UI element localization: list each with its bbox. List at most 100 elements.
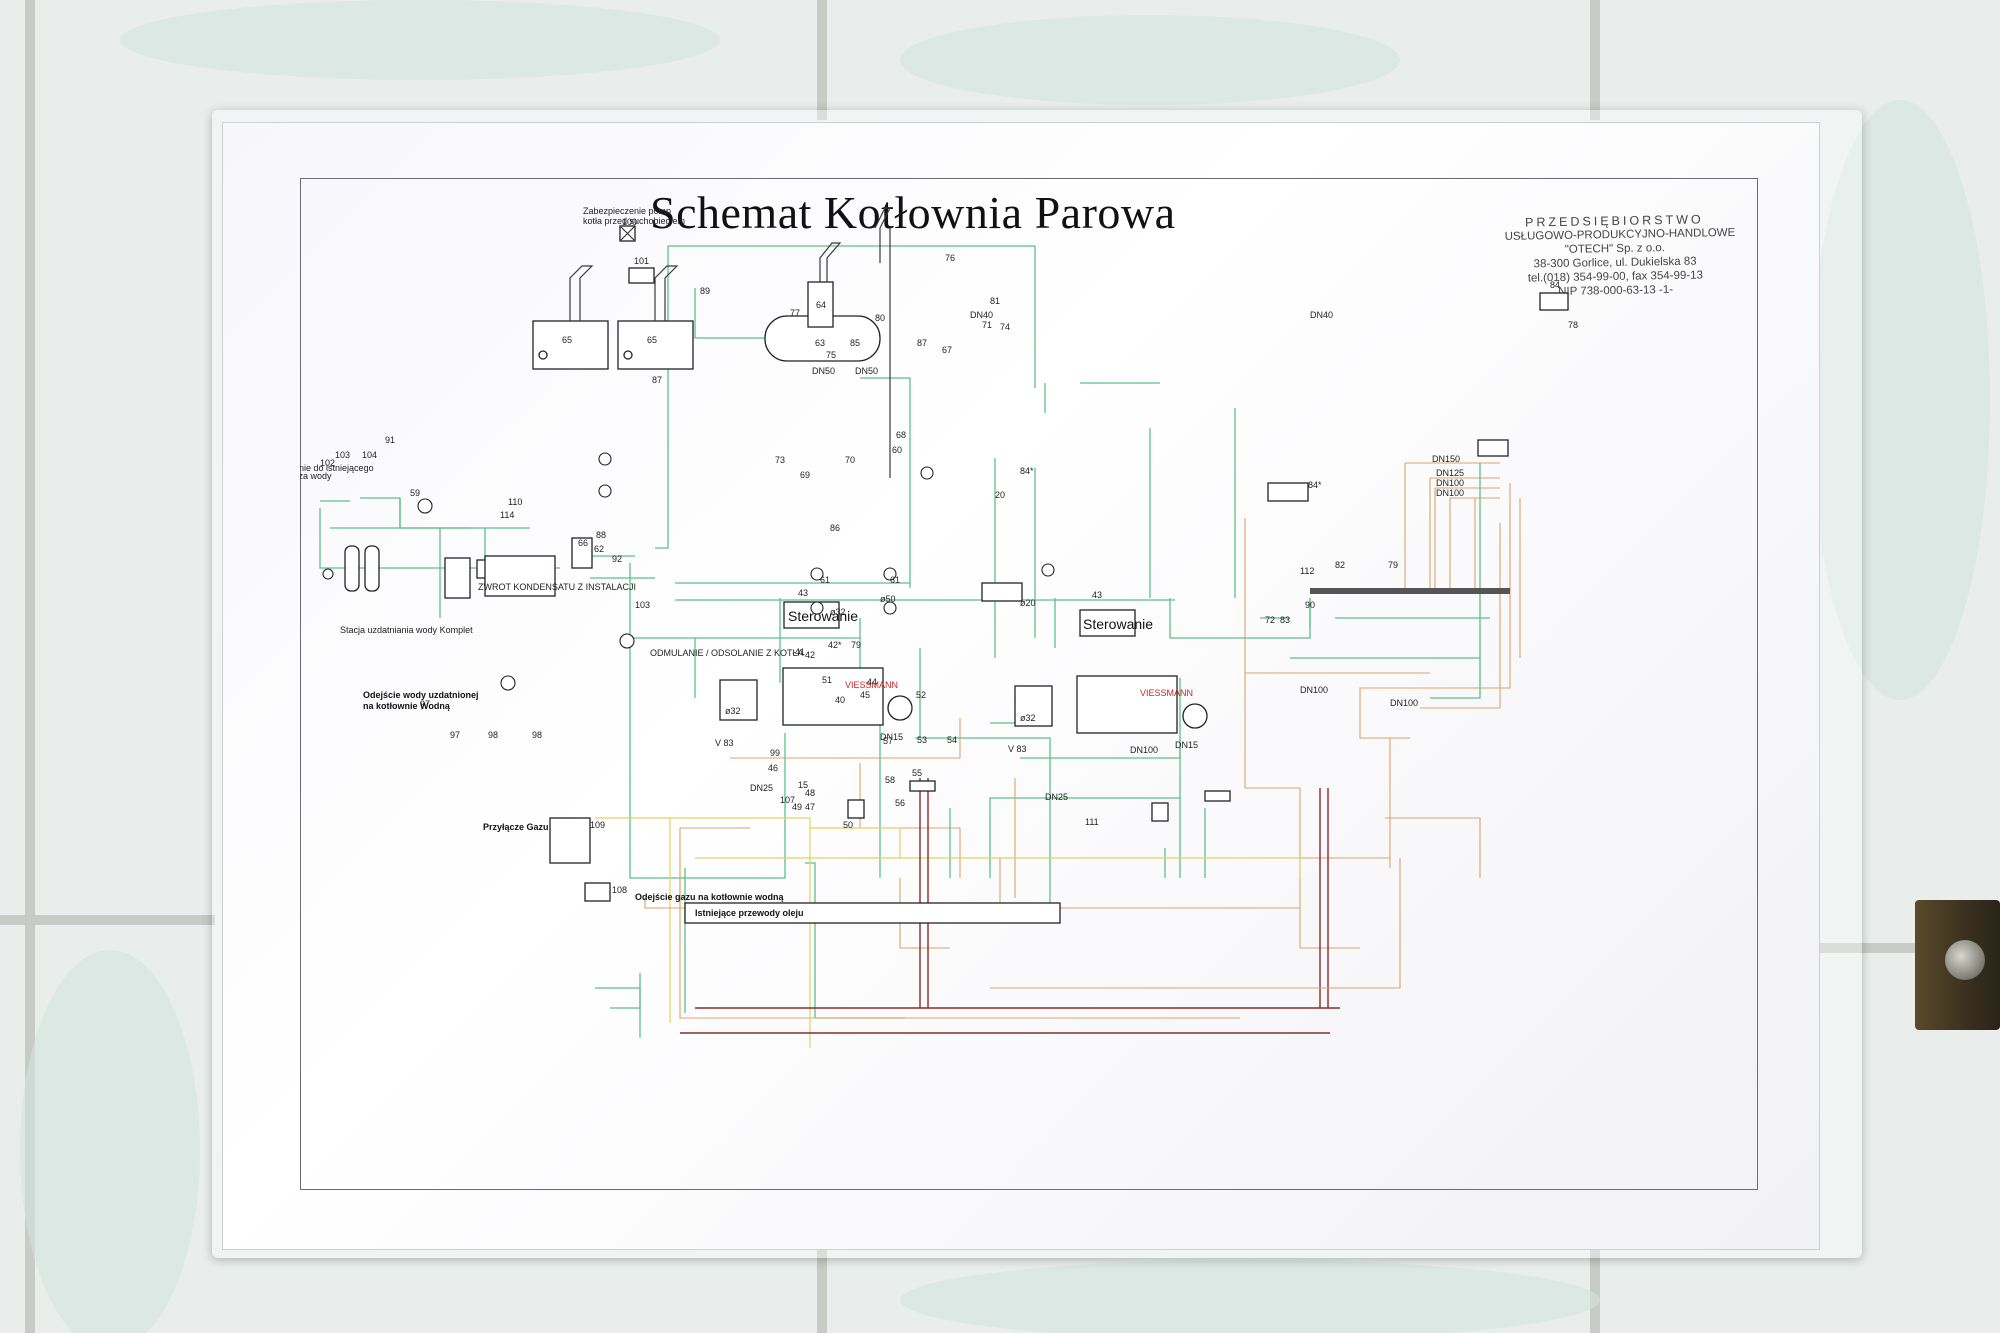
tag-dn100-4: DN100 xyxy=(1390,698,1418,708)
num-101: 101 xyxy=(634,256,649,266)
num-54: 54 xyxy=(947,735,957,745)
num-97b: 97 xyxy=(450,730,460,740)
num-100: 100 xyxy=(622,217,637,227)
label-sterowanie-2: Sterowanie xyxy=(1083,616,1153,632)
label-stacja: Stacja uzdatniania wody Komplet xyxy=(340,625,473,635)
num-98b: 98 xyxy=(532,730,542,740)
num-64: 64 xyxy=(816,300,826,310)
num-v83b: V 83 xyxy=(1008,744,1027,754)
num-53: 53 xyxy=(917,735,927,745)
tag-dn50-1: DN50 xyxy=(812,366,835,376)
num-81: 81 xyxy=(990,296,1000,306)
tank-65a xyxy=(532,320,609,370)
tag-d50-1: ø50 xyxy=(880,594,896,604)
gas-meter-108 xyxy=(584,882,611,902)
tag-dn100-1: DN100 xyxy=(1436,478,1464,488)
num-73: 73 xyxy=(775,455,785,465)
num-63: 63 xyxy=(815,338,825,348)
num-40: 40 xyxy=(835,695,845,705)
label-odmulanie: ODMULANIE / ODSOLANIE Z KOTŁA xyxy=(650,648,804,658)
num-88: 88 xyxy=(596,530,606,540)
tag-dn150: DN150 xyxy=(1432,454,1460,464)
tag-d32-3: ø32 xyxy=(1020,713,1036,723)
num-97: 97 xyxy=(420,699,430,709)
num-84s-2: 84* xyxy=(1308,480,1322,490)
num-87b: 87 xyxy=(917,338,927,348)
num-89: 89 xyxy=(700,286,710,296)
num-61: 61 xyxy=(820,575,830,585)
tag-dn125: DN125 xyxy=(1436,468,1464,478)
num-59: 59 xyxy=(410,488,420,498)
num-43: 43 xyxy=(798,588,808,598)
num-58: 58 xyxy=(885,775,895,785)
num-60: 60 xyxy=(892,445,902,455)
tag-dn40-1: DN40 xyxy=(970,310,993,320)
label-przylacze-gazu: Przyłącze Gazu xyxy=(483,822,549,832)
num-77: 77 xyxy=(790,308,800,318)
label-viessmann-1: VIESSMANN xyxy=(845,680,898,690)
num-108: 108 xyxy=(612,885,627,895)
num-56: 56 xyxy=(895,798,905,808)
num-107: 107 xyxy=(780,795,795,805)
num-85: 85 xyxy=(850,338,860,348)
pipe-network xyxy=(319,245,1521,1048)
bolt xyxy=(1945,940,1985,980)
burner-right xyxy=(1182,703,1208,729)
diagram-text: Zabezpieczenie pomp kotła przed suchobie… xyxy=(300,206,1578,918)
tag-dn50-2: DN50 xyxy=(855,366,878,376)
boiler-right xyxy=(1076,675,1178,734)
tag-dn100-2: DN100 xyxy=(1436,488,1464,498)
label-podlaczenie: Podłączenie do istniejącego xyxy=(300,463,374,473)
num-48: 48 xyxy=(805,788,815,798)
softener-column-b xyxy=(364,545,380,592)
vessel-66 xyxy=(571,537,593,569)
num-91: 91 xyxy=(385,435,395,445)
gas-connection-109 xyxy=(549,817,591,864)
num-75: 75 xyxy=(826,350,836,360)
num-46: 46 xyxy=(768,763,778,773)
num-52: 52 xyxy=(916,690,926,700)
softener-column-a xyxy=(344,545,360,592)
burner-left xyxy=(887,695,913,721)
drawing-frame xyxy=(300,178,1758,1190)
boiler-left xyxy=(782,667,884,726)
num-44: 44 xyxy=(867,677,877,687)
tag-dn25-1: DN25 xyxy=(750,783,773,793)
tag-dn15-2: DN15 xyxy=(1175,740,1198,750)
num-65b: 65 xyxy=(647,335,657,345)
economizer-left xyxy=(719,679,758,721)
num-61b: 61 xyxy=(890,575,900,585)
boiler-room-diagram: Zabezpieczenie pomp kotła przed suchobie… xyxy=(300,206,1578,1048)
num-45: 45 xyxy=(860,690,870,700)
num-55: 55 xyxy=(912,768,922,778)
num-103: 103 xyxy=(335,450,350,460)
num-87: 87 xyxy=(652,375,662,385)
num-82: 82 xyxy=(1335,560,1345,570)
label-odejscie-woda-1: Odejście wody uzdatnionej xyxy=(363,690,479,700)
num-104: 104 xyxy=(362,450,377,460)
sheet-title: Schemat Kotłownia Parowa xyxy=(650,187,1176,238)
num-90: 90 xyxy=(1305,600,1315,610)
num-57: 57 xyxy=(883,736,893,746)
num-109: 109 xyxy=(590,820,605,830)
num-43b: 43 xyxy=(1092,590,1102,600)
num-84: 84 xyxy=(1550,280,1560,290)
num-67: 67 xyxy=(942,345,952,355)
num-112: 112 xyxy=(1300,566,1314,576)
tag-d32-1: ø32 xyxy=(830,607,846,617)
num-92: 92 xyxy=(612,554,622,564)
num-66: 66 xyxy=(578,538,588,548)
tank-65b xyxy=(617,320,694,370)
num-114: 114 xyxy=(500,510,514,520)
tag-dn25-2: DN25 xyxy=(1045,792,1068,802)
num-79: 79 xyxy=(1388,560,1398,570)
tag-d32-2: ø32 xyxy=(725,706,741,716)
tag-dn100-3: DN100 xyxy=(1300,685,1328,695)
num-80: 80 xyxy=(875,313,885,323)
num-68: 68 xyxy=(896,430,906,440)
label-istniejace: Istniejące przewody oleju xyxy=(695,908,804,918)
label-zabezpieczenie: Zabezpieczenie pomp xyxy=(583,206,671,216)
num-86: 86 xyxy=(830,523,840,533)
num-84s-1: 84* xyxy=(1020,466,1034,476)
label-odejscie-gazu: Odejście gazu na kotłownie wodną xyxy=(635,892,785,902)
